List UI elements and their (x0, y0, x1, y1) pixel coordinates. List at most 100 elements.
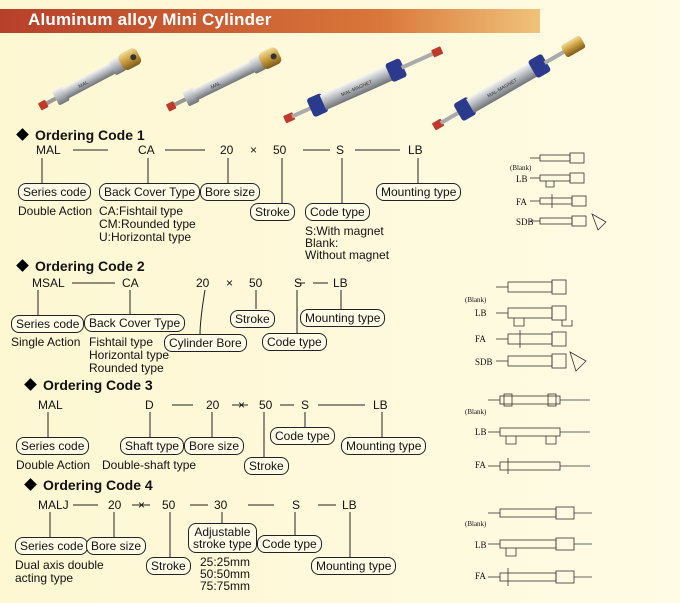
diamond-bullet-icon (16, 128, 29, 141)
code3-part-mounting: LB (373, 398, 388, 412)
code1-mount-blank: (Blank) (510, 164, 532, 172)
code2-mount-sdb: SDB (475, 357, 493, 367)
code1-note-back-cover-2: CM:Rounded type (99, 217, 196, 231)
code3-label-mounting: Mounting type (341, 437, 427, 455)
page-title: Aluminum alloy Mini Cylinder (28, 10, 272, 29)
code4-label-code-type: Code type (257, 535, 322, 553)
code2-part-bore: 20 (196, 276, 210, 290)
code4-part-code-type: S (292, 498, 301, 512)
code4-part-stroke: 50 (162, 498, 176, 512)
code2-part-times: × (226, 276, 234, 290)
code1-part-stroke: 50 (273, 143, 287, 157)
code2-label-mounting: Mounting type (300, 309, 386, 327)
code4-label-adjustable: Adjustable stroke type (188, 523, 257, 553)
code3-mount-fa: FA (475, 460, 486, 470)
code2-label-code-type: Code type (262, 333, 327, 351)
code3-label-series: Series code (16, 437, 90, 455)
code4-label-stroke: Stroke (146, 557, 191, 575)
code3-mount-lb: LB (475, 427, 487, 437)
code1-label-stroke: Stroke (250, 203, 295, 221)
code4-part-times: × (138, 498, 146, 512)
code4-label-bore: Bore size (86, 537, 147, 555)
code1-mount-sdb: SDB (516, 217, 534, 227)
section-2-heading: Ordering Code 2 (16, 258, 145, 274)
code1-note-series: Double Action (18, 204, 93, 218)
section-1-heading: Ordering Code 1 (16, 127, 145, 143)
code1-part-code-type: S (336, 143, 345, 157)
code1-label-code-type: Code type (305, 203, 370, 221)
section-4-heading: Ordering Code 4 (24, 477, 153, 493)
cylinder-photo-2: MAL (166, 47, 282, 112)
code1-part-bore: 20 (220, 143, 234, 157)
code3-label-stroke: Stroke (244, 457, 289, 475)
code4-label-adjustable-line1: Adjustable (194, 525, 251, 539)
code2-label-back-cover: Back Cover Type (84, 314, 186, 332)
code4-part-bore: 20 (108, 498, 122, 512)
code1-label-series: Series code (18, 183, 92, 201)
code4-label-series: Series code (15, 537, 89, 555)
code1-label-bore: Bore size (200, 183, 261, 201)
code2-part-series: MSAL (32, 276, 65, 290)
code2-part-back-cover: CA (122, 276, 139, 290)
title-banner: Aluminum alloy Mini Cylinder (0, 9, 540, 33)
code4-label-mounting: Mounting type (311, 557, 397, 575)
code1-mount-fa: FA (516, 197, 527, 207)
code1-label-mounting: Mounting type (376, 183, 462, 201)
code1-part-series: MAL (36, 143, 61, 157)
code4-note-adjustable-2: 50:50mm (200, 567, 251, 581)
cylinder-photo-4: MAL-MAGNET (432, 36, 586, 131)
code4-part-mounting: LB (342, 498, 357, 512)
diamond-bullet-icon (24, 478, 37, 491)
code4-note-series-1: Dual axis double (15, 558, 104, 572)
cylinder-photo-1: MAL (38, 48, 142, 111)
code3-label-bore: Bore size (184, 437, 245, 455)
code1-mount-lb: LB (516, 174, 528, 184)
code1-note-back-cover-3: U:Horizontal type (99, 230, 192, 244)
code4-note-adjustable-1: 25:25mm (200, 555, 251, 569)
code1-note-code-type-3: Without magnet (305, 248, 390, 262)
code3-part-times: × (238, 398, 246, 412)
code4-mount-blank: (Blank) (465, 520, 487, 528)
diamond-bullet-icon (16, 259, 29, 272)
code4-note-series-2: acting type (15, 571, 74, 585)
code1-note-code-type-1: S:With magnet (305, 224, 384, 238)
code1-note-code-type-2: Blank: (305, 236, 339, 250)
code3-part-code-type: S (301, 398, 310, 412)
code2-mount-fa: FA (475, 334, 486, 344)
cylinder-photo-3: MAL-MAGNET (283, 46, 444, 124)
code2-label-stroke: Stroke (230, 310, 275, 328)
svg-text:MAL: MAL (78, 80, 90, 90)
code1-note-back-cover-1: CA:Fishtail type (99, 204, 184, 218)
section-3-heading: Ordering Code 3 (24, 377, 153, 393)
code4-part-series: MALJ (38, 498, 69, 512)
code2-part-mounting: LB (333, 276, 348, 290)
code3-note-shaft: Double-shaft type (102, 458, 197, 472)
code4-mount-fa: FA (475, 571, 486, 581)
code4-note-adjustable-3: 75:75mm (200, 579, 251, 593)
code1-part-times: × (250, 143, 258, 157)
code2-label-bore: Cylinder Bore (164, 334, 247, 352)
code4-part-adjustable: 30 (214, 498, 228, 512)
code4-label-adjustable-line2: stroke type (193, 537, 252, 551)
code3-note-series: Double Action (16, 458, 91, 472)
code2-part-stroke: 50 (249, 276, 263, 290)
code2-mount-blank: (Blank) (465, 296, 487, 304)
code3-part-shaft: D (145, 398, 154, 412)
code4-mount-lb: LB (475, 540, 487, 550)
code2-note-series: Single Action (11, 335, 81, 349)
code2-label-series: Series code (11, 315, 85, 333)
svg-text:MAL: MAL (210, 81, 222, 91)
code2-note-back-cover-1: Fishtail type (89, 335, 154, 349)
code3-part-series: MAL (38, 398, 63, 412)
code1-label-back-cover: Back Cover Type (99, 183, 201, 201)
code1-part-back-cover: CA (138, 143, 155, 157)
code1-part-mounting: LB (408, 143, 423, 157)
code2-note-back-cover-2: Horizontal type (89, 348, 170, 362)
code3-part-bore: 20 (206, 398, 220, 412)
code2-mount-lb: LB (475, 308, 487, 318)
code2-part-code-type: S (294, 276, 303, 290)
diamond-bullet-icon (24, 378, 37, 391)
code3-label-shaft: Shaft type (120, 437, 185, 455)
code3-part-stroke: 50 (259, 398, 273, 412)
